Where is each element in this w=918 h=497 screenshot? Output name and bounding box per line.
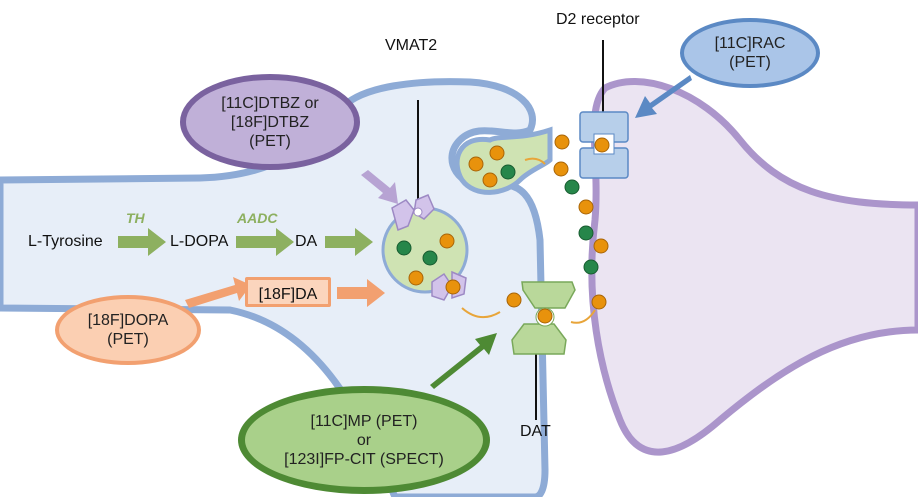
dtbz-line1: [11C]DTBZ or [221,94,319,112]
mp-line2: or [356,431,372,449]
rac-line2: (PET) [729,54,771,71]
d2-receptor [579,111,629,179]
dopamine-molecules [408,134,610,324]
l-tyrosine-label: L-Tyrosine [28,233,103,250]
postsynaptic-neuron [588,78,918,456]
dopa-line1: [18F]DOPA [87,312,169,329]
f18-da-box: [18F]DA [245,277,331,307]
dopa-tracer-ellipse: [18F]DOPA (PET) [55,295,201,365]
rac-tracer-ellipse: [11C]RAC (PET) [680,18,820,88]
dat-label: DAT [520,423,551,440]
pathway-arrows [118,228,373,256]
vmat2-label: VMAT2 [385,37,438,54]
rac-line1: [11C]RAC [714,35,786,52]
l-dopa-label: L-DOPA [170,233,229,250]
fusing-vesicle [454,126,553,195]
da-label: DA [295,233,318,250]
mp-line3: [123I]FP-CIT (SPECT) [284,450,444,468]
other-molecules [396,164,599,275]
vmat2-transporter [391,194,467,301]
dtbz-tracer-ellipse: [11C]DTBZ or[18F]DTBZ(PET) [180,74,360,170]
mp-line1: [11C]MP (PET) [310,412,418,430]
th-enzyme-label: TH [126,210,145,226]
d2-receptor-label: D2 receptor [556,11,640,28]
aadc-enzyme-label: AADC [237,210,278,226]
dat-transporter [511,281,576,355]
mp-fpcit-tracer-ellipse: [11C]MP (PET)or[123I]FP-CIT (SPECT) [238,386,490,494]
dopa-line2: (PET) [107,331,149,348]
dtbz-line2: [18F]DTBZ [230,113,310,131]
dtbz-line3: (PET) [249,132,291,150]
